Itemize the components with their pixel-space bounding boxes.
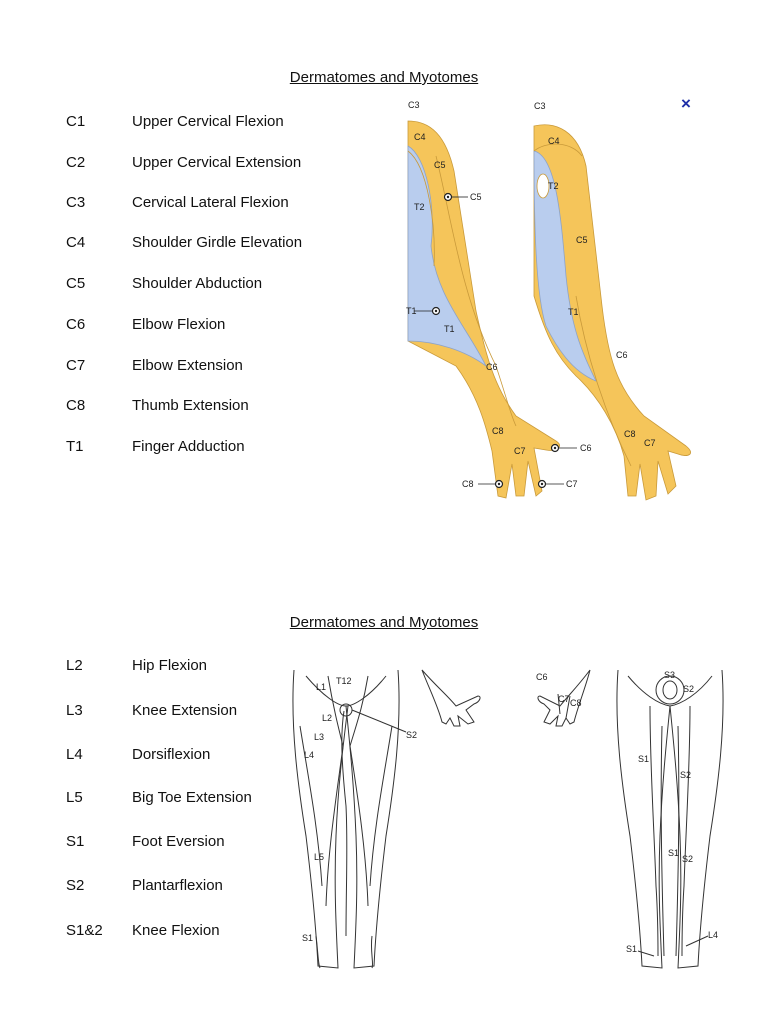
label-t2-back: T2 [548,181,559,191]
hand-front [421,669,481,727]
section2-title: Dermatomes and Myotomes [289,614,479,631]
myotome-action: Hip Flexion [132,657,208,674]
label-c5-back: C5 [576,235,588,245]
label-c3-back: C3 [534,101,546,111]
myotome-action: Knee Extension [132,702,238,719]
legs-front [292,669,407,969]
label-s1-foot: S1 [626,944,637,954]
myotome-action: Finger Adduction [132,438,245,455]
label-l2: L2 [322,713,332,723]
label-c7-leg: C7 [558,694,570,704]
arm-dermatome-figure: C3 C4 C5 C5 T2 T1 T1 C6 C8 C7 C6 C8 C7 C… [406,100,691,501]
label-l5: L5 [314,852,324,862]
legs-back [616,669,724,969]
label-c8-back: C8 [624,429,636,439]
label-c7-back: C7 [644,438,656,448]
myotome-action: Shoulder Abduction [132,275,263,292]
label-t2: T2 [414,202,425,212]
myotome-action: Big Toe Extension [132,789,252,806]
myotome-action: Elbow Extension [132,357,243,374]
myotome-action: Elbow Flexion [132,316,226,333]
myotome-code: C4 [66,234,86,251]
myotome-code: T1 [66,438,84,455]
label-c6-leg: C6 [536,672,548,682]
label-c4: C4 [414,132,426,142]
label-c6-back: C6 [616,350,628,360]
arm-front: C3 C4 C5 C5 T2 T1 T1 C6 C8 C7 C6 C8 C7 [406,100,592,499]
myotome-action: Plantarflexion [132,877,223,894]
myotome-action: Thumb Extension [132,397,249,414]
label-c8-point: C8 [462,479,474,489]
label-s3: S3 [664,670,675,680]
myotome-code: C5 [66,275,86,292]
myotome-code: S1 [66,833,85,850]
myotome-action: Upper Cervical Extension [132,154,302,171]
myotome-action: Foot Eversion [132,833,225,850]
label-t1-point: T1 [406,306,417,316]
arm-back: C3 C4 T2 C5 T1 C6 C8 C7 [533,101,691,501]
myotome-code: C8 [66,397,86,414]
section1-title: Dermatomes and Myotomes [289,69,479,86]
myotome-code: C2 [66,154,86,171]
label-t1-back: T1 [568,307,579,317]
label-l1: L1 [316,682,326,692]
leg-dermatome-figure: T12 L1 L2 L3 L4 L5 S1 S2 C6 C7 C8 S3 S2 … [292,669,724,969]
label-c8-leg: C8 [570,698,582,708]
label-c5-point: C5 [470,192,482,202]
myotome-action: Upper Cervical Flexion [132,113,284,130]
label-s1-back-calf: S1 [668,848,679,858]
label-l4: L4 [304,750,314,760]
label-s1-back: S1 [638,754,649,764]
myotome-code: C3 [66,194,86,211]
myotome-action: Cervical Lateral Flexion [132,194,289,211]
label-c4-back: C4 [548,136,560,146]
myotome-action: Dorsiflexion [132,746,211,763]
label-s2-back-thigh: S2 [680,770,691,780]
label-l4-back: L4 [708,930,718,940]
myotome-code: S2 [66,877,85,894]
label-c7: C7 [514,446,526,456]
label-c5: C5 [434,160,446,170]
myotome-code: S1&2 [66,922,103,939]
label-t1: T1 [444,324,455,334]
label-s2-back-calf: S2 [682,854,693,864]
label-s2: S2 [406,730,417,740]
label-c6: C6 [486,362,498,372]
label-t12: T12 [336,676,352,686]
myotome-code: L3 [66,702,83,719]
myotome-code: L5 [66,789,83,806]
label-s1: S1 [302,933,313,943]
myotome-code: C7 [66,357,86,374]
label-l3: L3 [314,732,324,742]
label-c6-point: C6 [580,443,592,453]
myotome-code: C6 [66,316,86,333]
hand-back [537,669,591,727]
myotome-code: L4 [66,746,83,763]
myotome-code: C1 [66,113,86,130]
myotome-code: L2 [66,657,83,674]
myotome-action: Knee Flexion [132,922,220,939]
label-c3: C3 [408,100,420,110]
label-s2-back: S2 [683,684,694,694]
myotome-action: Shoulder Girdle Elevation [132,234,303,251]
label-c8: C8 [492,426,504,436]
close-icon[interactable]: × [681,94,691,113]
label-c7-point: C7 [566,479,578,489]
